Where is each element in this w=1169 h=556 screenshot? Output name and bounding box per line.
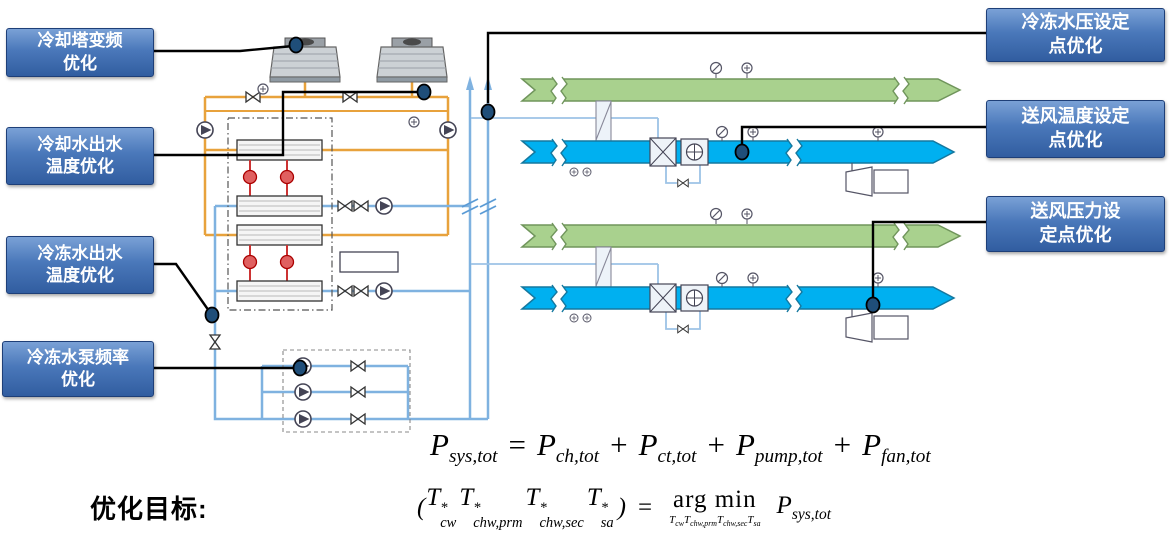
equation-term: Pch,tot: [536, 427, 600, 468]
pumps-and-valves: [196, 83, 457, 428]
callout-condenser-water-temp: 冷却水出水 温度优化: [6, 127, 154, 185]
callout-text: 冷却水出水: [37, 134, 123, 154]
equation-term: T*chw,prm: [459, 484, 523, 532]
callout-chw-pressure-setpoint: 冷冻水压设定 点优化: [986, 8, 1165, 62]
callout-text: 送风温度设定: [1021, 106, 1130, 127]
callout-text: 冷冻水泵频率: [27, 347, 129, 367]
ahu-system-2: [471, 209, 960, 343]
chiller-1-icon: [236, 139, 323, 217]
total-power-equation: Psys,tot=Pch,tot+Pct,tot+Ppump,tot+Pfan,…: [430, 427, 931, 468]
ahu-system-1: [471, 63, 960, 197]
equation-term: T*sa: [586, 484, 614, 532]
callout-text: 定点优化: [1039, 225, 1112, 245]
equation-term: T*cw: [426, 484, 457, 532]
heat-exchanger-icon: [339, 251, 399, 273]
callout-text: 冷冻水压设定: [1021, 12, 1130, 33]
optimization-point-markers: [204, 36, 881, 377]
argmin-equation: ( T*cw T*chw,prm T*chw,sec T*sa ) = arg …: [417, 484, 832, 532]
equation-term: Pct,tot: [638, 427, 697, 468]
callout-supply-air-temp-setpoint: 送风温度设定 点优化: [986, 100, 1165, 158]
argmin-operator: arg min TcwTchw,prmTchw,secTsa: [669, 486, 761, 529]
callout-text: 冷却塔变频: [37, 31, 123, 51]
argmin-subscript: TcwTchw,prmTchw,secTsa: [669, 514, 761, 529]
chiller-2-icon: [236, 224, 323, 302]
callout-text: 点优化: [1048, 130, 1103, 150]
callout-text: 送风压力设: [1030, 201, 1121, 222]
callout-text: 优化: [63, 53, 97, 73]
callout-text: 温度优化: [46, 157, 114, 176]
chilled-water-loop: [213, 204, 488, 421]
callout-connectors: [150, 31, 986, 370]
objective-label: 优化目标:: [90, 494, 208, 524]
callout-text: 冷冻水出水: [37, 243, 123, 263]
callout-text: 优化: [61, 370, 95, 389]
callout-supply-air-pressure-setpoint: 送风压力设 定点优化: [986, 196, 1165, 252]
callout-chw-pump-frequency: 冷冻水泵频率 优化: [2, 341, 154, 397]
callout-chilled-water-temp: 冷冻水出水 温度优化: [6, 236, 154, 294]
equation-term: Psys,tot: [776, 491, 832, 523]
callout-text: 点优化: [1048, 36, 1103, 56]
chiller-plant-boundary: [227, 117, 333, 311]
cooling-tower-2-icon: [376, 37, 448, 83]
callout-text: 温度优化: [46, 266, 114, 285]
callout-cooling-tower-vfd: 冷却塔变频 优化: [6, 28, 154, 77]
equation-term: Pfan,tot: [862, 427, 931, 468]
secondary-pumps-boundary: [282, 349, 411, 433]
cooling-tower-1-icon: [269, 37, 341, 83]
equation-term: Ppump,tot: [735, 427, 823, 468]
equation-term: T*chw,sec: [525, 484, 584, 532]
equation-term: Psys,tot: [430, 427, 498, 468]
chilled-water-risers: [461, 76, 497, 419]
